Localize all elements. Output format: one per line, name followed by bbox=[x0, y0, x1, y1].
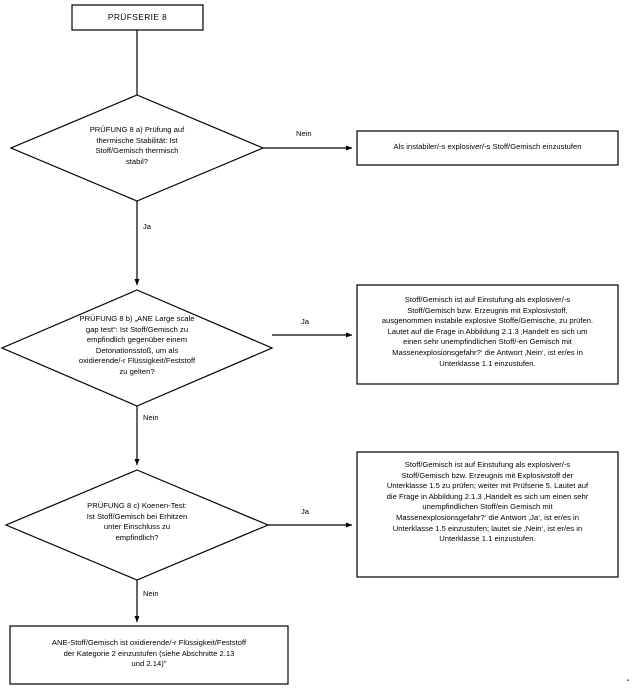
decision-8a-label: PRÜFUNG 8 a) Prüfung auf thermische Stab… bbox=[89, 125, 185, 166]
outcome-class-1-1-label: Stoff/Gemisch ist auf Einstufung als exp… bbox=[381, 295, 594, 368]
edge-label-8a-yes: Ja bbox=[143, 222, 152, 231]
edge-label-8b-no: Nein bbox=[143, 413, 159, 422]
title-box-label: PRÜFSERIE 8 bbox=[107, 12, 168, 22]
edge-label-8a-no: Nein bbox=[296, 129, 312, 138]
decision-8c-label: PRÜFUNG 8 c) Koenen-Test: Ist Stoff/Gemi… bbox=[86, 501, 188, 542]
edge-label-8b-yes: Ja bbox=[301, 317, 310, 326]
terminal-box-label: ANE-Stoff/Gemisch ist oxidierende/-r Flü… bbox=[51, 638, 247, 669]
title-box-shape bbox=[71, 4, 204, 31]
outcome-class-1-5-shape bbox=[356, 451, 619, 578]
corner-mark-icon: ▪ bbox=[626, 678, 629, 684]
edge-label-8c-yes: Ja bbox=[301, 507, 310, 516]
terminal-box-shape bbox=[9, 625, 289, 685]
edge-label-8c-no: Nein bbox=[143, 589, 159, 598]
outcome-unstable-explosive-label: Als instabiler/-s explosiver/-s Stoff/Ge… bbox=[393, 142, 582, 151]
outcome-class-1-5-label: Stoff/Gemisch ist auf Einstufung als exp… bbox=[386, 460, 589, 544]
decision-8b-label: PRÜFUNG 8 b) „ANE Large scale gap test“:… bbox=[78, 314, 196, 376]
outcome-class-1-1-shape bbox=[356, 284, 619, 385]
outcome-unstable-explosive-shape bbox=[356, 130, 619, 166]
